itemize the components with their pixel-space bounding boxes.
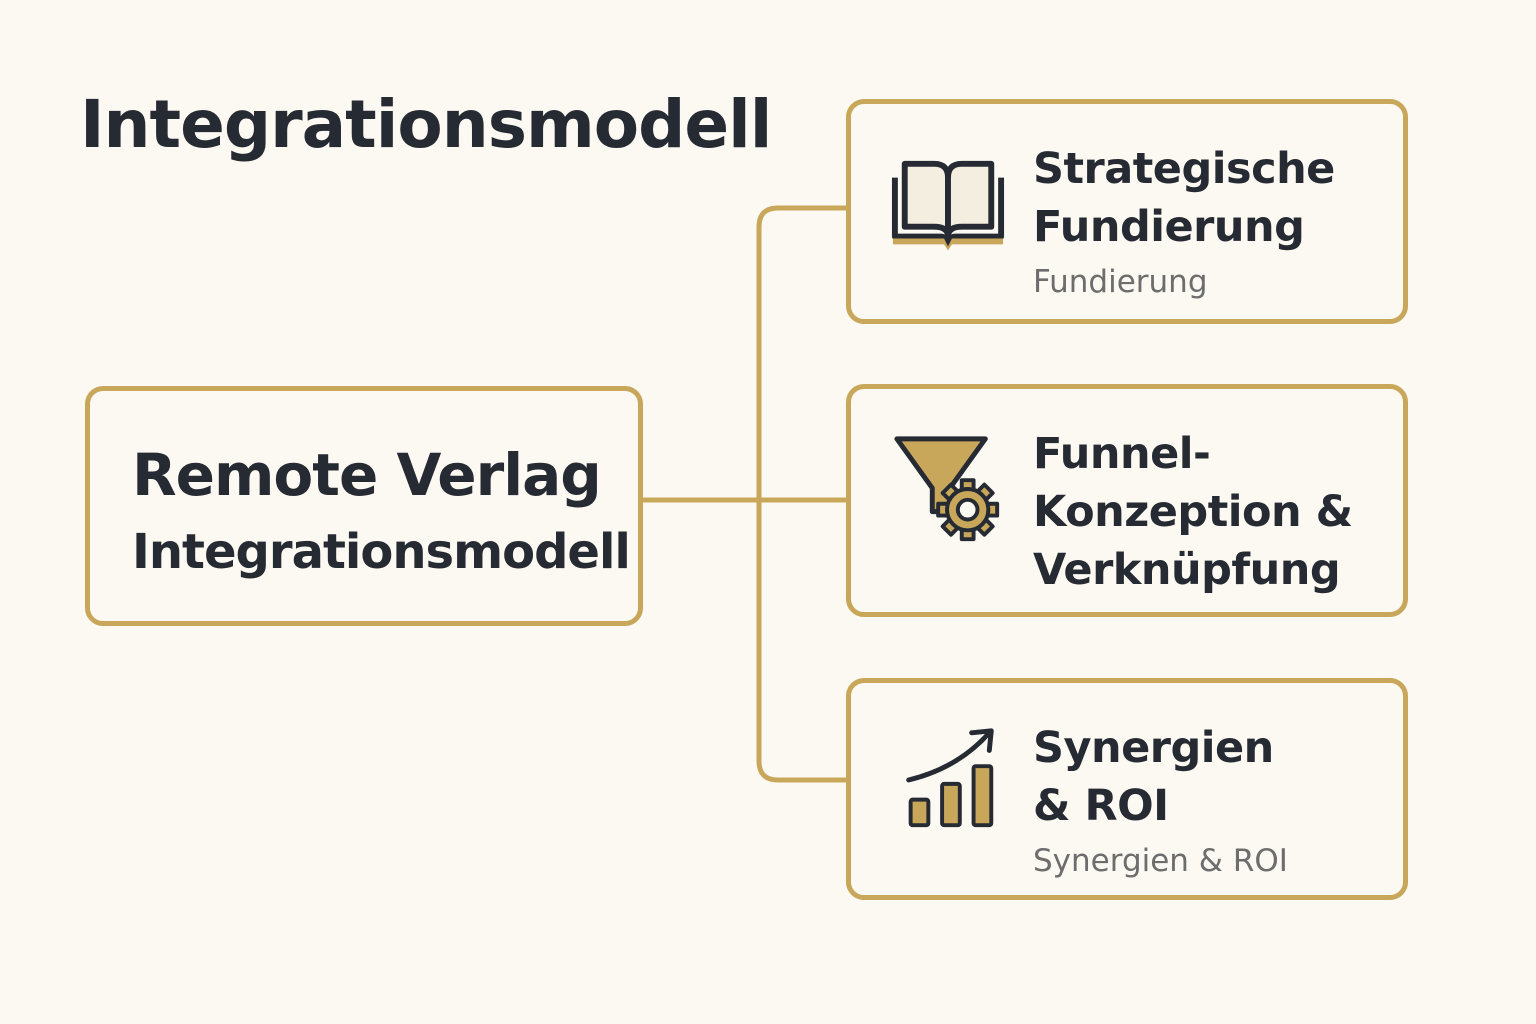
center-node-title: Remote Verlag bbox=[132, 441, 602, 509]
branch-title: Synergien & ROI bbox=[1033, 723, 1274, 831]
connector-trunk bbox=[756, 205, 846, 783]
branch-node-funnel-konzeption: Funnel- Konzeption & Verknüpfung bbox=[846, 384, 1408, 617]
funnel-gear-icon bbox=[894, 436, 1000, 542]
branch-title: Strategische Fundierung bbox=[1033, 144, 1335, 252]
growth-chart-icon bbox=[906, 728, 994, 828]
page-title: Integrationsmodell bbox=[80, 86, 772, 163]
center-node-subtitle: Integrationsmodell bbox=[132, 524, 631, 580]
branch-subtitle: Fundierung bbox=[1033, 264, 1208, 300]
center-node: Remote Verlag Integrationsmodell bbox=[85, 386, 643, 626]
branch-node-strategische-fundierung: Strategische Fundierung Fundierung bbox=[846, 99, 1408, 324]
branch-title: Funnel- Konzeption & Verknüpfung bbox=[1033, 429, 1353, 595]
branch-node-synergien-roi: Synergien & ROI Synergien & ROI bbox=[846, 678, 1408, 900]
open-book-icon bbox=[891, 160, 1005, 251]
branch-subtitle: Synergien & ROI bbox=[1033, 843, 1288, 879]
